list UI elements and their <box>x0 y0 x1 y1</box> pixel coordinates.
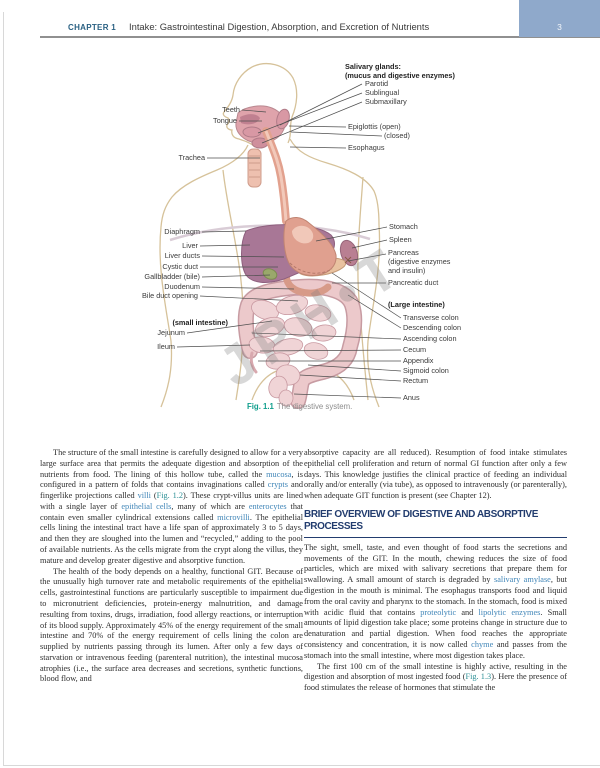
key-term-link[interactable]: salivary amylase <box>494 575 551 585</box>
stomach-curvature-dashed <box>289 262 333 274</box>
text-run: , many of which are <box>171 501 249 511</box>
figure-label: Sigmoid colon <box>403 366 449 375</box>
right-column-text: absorptive capacity are all reduced). Re… <box>304 448 567 694</box>
header-rule <box>40 36 600 38</box>
text-run: The health of the body depends on a heal… <box>40 566 303 684</box>
figure-label: Diaphragm <box>164 227 200 236</box>
figure-label: Epiglottis (open) <box>348 122 401 131</box>
page-number: 3 <box>557 22 562 32</box>
figure-label: (closed) <box>384 131 410 140</box>
key-term-link[interactable]: crypts <box>267 480 288 490</box>
figure-label: Rectum <box>403 376 429 385</box>
figure-label: Transverse colon <box>403 313 459 322</box>
spleen-shape <box>339 239 359 267</box>
text-run: that contain even smaller cylindrical ex… <box>40 501 303 522</box>
figure-label: Submaxillary <box>365 97 407 106</box>
esophagus-highlight <box>264 130 288 222</box>
key-term-link[interactable]: epithelial cells <box>121 501 172 511</box>
key-term-link[interactable]: chyme <box>471 639 494 649</box>
appendix-shape <box>249 351 258 374</box>
text-run: and passes from the stomach into the sma… <box>304 639 567 660</box>
paragraph: The first 100 cm of the small intestine … <box>304 662 567 694</box>
figure-label: Parotid <box>365 79 389 88</box>
figure-label: Esophagus <box>348 143 385 152</box>
figure-label: Ileum <box>157 342 175 351</box>
text-run: and <box>456 607 479 617</box>
leader-lines <box>176 83 402 399</box>
pancreas-marker <box>344 256 352 264</box>
key-term-link[interactable]: villi <box>137 491 151 501</box>
text-run: . Small amounts of lipid digestion take … <box>304 607 567 649</box>
section-heading: BRIEF OVERVIEW OF DIGESTIVE AND ABSORPTI… <box>304 509 567 538</box>
text-run: The first 100 cm of the small intestine … <box>304 661 567 682</box>
figure-label: Cystic duct <box>162 262 198 271</box>
paragraph: The structure of the small intestine is … <box>40 448 303 567</box>
key-term-link[interactable]: lipolytic enzymes <box>478 607 541 617</box>
large-intestine <box>237 278 363 409</box>
stomach-shape <box>283 217 337 276</box>
paragraph: The health of the body depends on a heal… <box>40 567 303 686</box>
figure-label: (mucus and digestive enzymes) <box>345 71 455 80</box>
figure-label: Sublingual <box>365 88 400 97</box>
figure-label: (small intestine) <box>172 318 228 327</box>
figure-label: (Large intestine) <box>388 300 445 309</box>
figure-label: Liver <box>182 241 198 250</box>
text-run: absorptive capacity are all reduced). Re… <box>304 448 567 501</box>
text-run: The structure of the small intestine is … <box>40 448 303 479</box>
figure-label: Cecum <box>403 345 427 354</box>
gallbladder-shape <box>262 268 278 280</box>
figure-label: Bile duct opening <box>142 291 198 300</box>
text-run: , is configured in a pattern of folds th… <box>40 469 303 490</box>
figure-label: Tongue <box>213 116 237 125</box>
tongue-shape <box>240 114 260 125</box>
key-term-link[interactable]: proteolytic <box>420 607 457 617</box>
figure-label: Liver ducts <box>164 251 200 260</box>
figure-label: Descending colon <box>403 323 462 332</box>
text-run: ). These crypt-villus units are lined wi… <box>40 491 303 511</box>
figure-label: Salivary glands: <box>345 62 401 71</box>
scan-edge <box>3 12 4 766</box>
figure-label: Spleen <box>389 235 412 244</box>
figure-label: Duodenum <box>164 282 200 291</box>
text-run: , but digestion in the mouth is minimal.… <box>304 575 567 617</box>
paragraph: The sight, smell, taste, and even though… <box>304 543 567 662</box>
key-term-link[interactable]: enterocytes <box>248 501 287 511</box>
left-column-text: The structure of the small intestine is … <box>40 448 303 685</box>
figure-caption-text: The digestive system. <box>276 402 353 411</box>
figure-reference-link[interactable]: Fig. 1.2 <box>156 491 183 501</box>
scan-edge <box>3 765 600 766</box>
anatomy-illustration <box>159 63 402 409</box>
key-term-link[interactable]: mucosa <box>266 469 292 479</box>
figure-label: Ascending colon <box>403 334 457 343</box>
figure-reference-link[interactable]: Fig. 1.3 <box>465 672 492 682</box>
paragraph: absorptive capacity are all reduced). Re… <box>304 448 567 502</box>
page-number-box: 3 <box>519 0 600 37</box>
figure-digestive-system: Salivary glands:(mucus and digestive enz… <box>0 55 600 420</box>
figure-label: Pancreatic duct <box>388 278 439 287</box>
sublingual-gland <box>242 126 262 138</box>
figure-label: Trachea <box>178 153 206 162</box>
stomach-highlight <box>292 225 314 244</box>
figure-label: Jejunum <box>157 328 185 337</box>
trachea <box>247 148 262 188</box>
key-term-link[interactable]: microvilli <box>217 512 250 522</box>
text-run: . The epithelial cells lining the intest… <box>40 512 304 565</box>
running-head-title: Intake: Gastrointestinal Digestion, Abso… <box>129 21 430 32</box>
chapter-label: CHAPTER 1 <box>68 23 117 32</box>
text-run: and fingerlike projections called <box>40 480 303 501</box>
text-run: ). Here the presence of food stimulates … <box>304 672 567 693</box>
figure-label: and insulin) <box>388 266 426 275</box>
text-run: ( <box>150 491 157 501</box>
figure-label: Anus <box>403 393 420 402</box>
figure-label: Pancreas <box>388 248 419 257</box>
figure-caption-label: Fig. 1.1 <box>247 402 274 411</box>
figure-label: Teeth <box>222 105 240 114</box>
figure-label: Gallbladder (bile) <box>144 272 200 281</box>
figure-label: Appendix <box>403 356 434 365</box>
esophagus <box>262 127 290 225</box>
figure-label: Stomach <box>389 222 418 231</box>
text-run: The sight, smell, taste, and even though… <box>304 542 567 585</box>
figure-label: (digestive enzymes <box>388 257 451 266</box>
